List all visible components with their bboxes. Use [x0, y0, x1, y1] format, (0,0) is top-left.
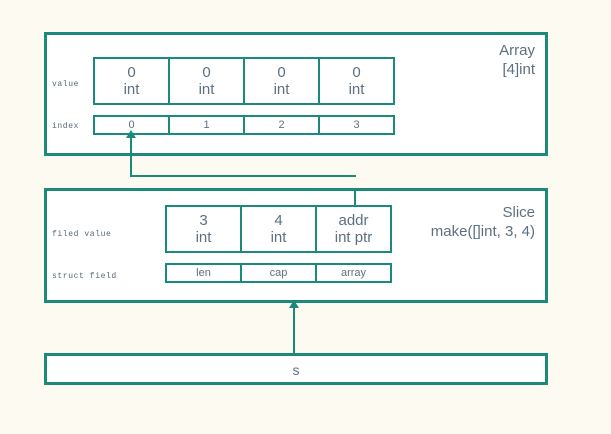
pointer-segment-vertical-from-array-field: [354, 189, 356, 207]
slice-value-cell: 3 int: [165, 205, 242, 253]
array-cell-value: 0: [127, 64, 136, 81]
array-index-cell: 2: [243, 115, 320, 135]
array-title-line2: [4]int: [502, 61, 535, 78]
array-value-cell: 0 int: [168, 57, 245, 105]
variable-pointer-arrowhead-to-slice: [289, 300, 299, 308]
array-cell-type: int: [348, 81, 365, 98]
slice-cell-value: addr: [338, 212, 369, 229]
slice-cell-type: int: [270, 229, 287, 246]
array-index-row-label: index: [52, 122, 80, 131]
array-value-cells: 0 int 0 int 0 int 0 int: [93, 57, 395, 105]
slice-value-cell: addr int ptr: [315, 205, 392, 253]
slice-title-line2: make([]int, 3, 4): [430, 223, 535, 240]
array-cell-value: 0: [277, 64, 286, 81]
variable-pointer-segment-vertical: [293, 305, 295, 355]
array-cell-value: 0: [352, 64, 361, 81]
slice-field-cell: array: [315, 263, 392, 283]
slice-cell-value: 4: [274, 212, 283, 229]
array-index-cells: 0 1 2 3: [93, 115, 395, 135]
slice-field-row-label: struct field: [52, 272, 117, 281]
slice-value-cell: 4 int: [240, 205, 317, 253]
array-index-cell: 3: [318, 115, 395, 135]
slice-group-title: Slice make([]int, 3, 4): [431, 203, 535, 241]
array-value-cell: 0 int: [243, 57, 320, 105]
slice-cell-type: int ptr: [334, 229, 373, 246]
array-value-row-label: value: [52, 80, 80, 89]
array-group-title: Array [4]int: [499, 41, 535, 79]
array-index-cell: 1: [168, 115, 245, 135]
variable-group-box: s: [44, 353, 548, 385]
pointer-segment-vertical-to-index: [130, 136, 132, 177]
array-cell-type: int: [273, 81, 290, 98]
array-title-line1: Array: [499, 42, 535, 59]
variable-name: s: [292, 362, 300, 378]
slice-value-cells: 3 int 4 int addr int ptr: [165, 205, 392, 253]
slice-title-line1: Slice: [502, 204, 535, 221]
slice-value-row-label: filed value: [52, 230, 112, 239]
slice-field-cell: cap: [240, 263, 317, 283]
array-value-cell: 0 int: [318, 57, 395, 105]
array-value-cell: 0 int: [93, 57, 170, 105]
array-cell-type: int: [198, 81, 215, 98]
slice-field-cell: len: [165, 263, 242, 283]
array-cell-type: int: [123, 81, 140, 98]
array-cell-value: 0: [202, 64, 211, 81]
slice-cell-type: int: [195, 229, 212, 246]
pointer-segment-horizontal: [130, 175, 356, 177]
slice-field-cells: len cap array: [165, 263, 392, 283]
slice-cell-value: 3: [199, 212, 208, 229]
pointer-arrowhead-to-array: [126, 130, 136, 138]
